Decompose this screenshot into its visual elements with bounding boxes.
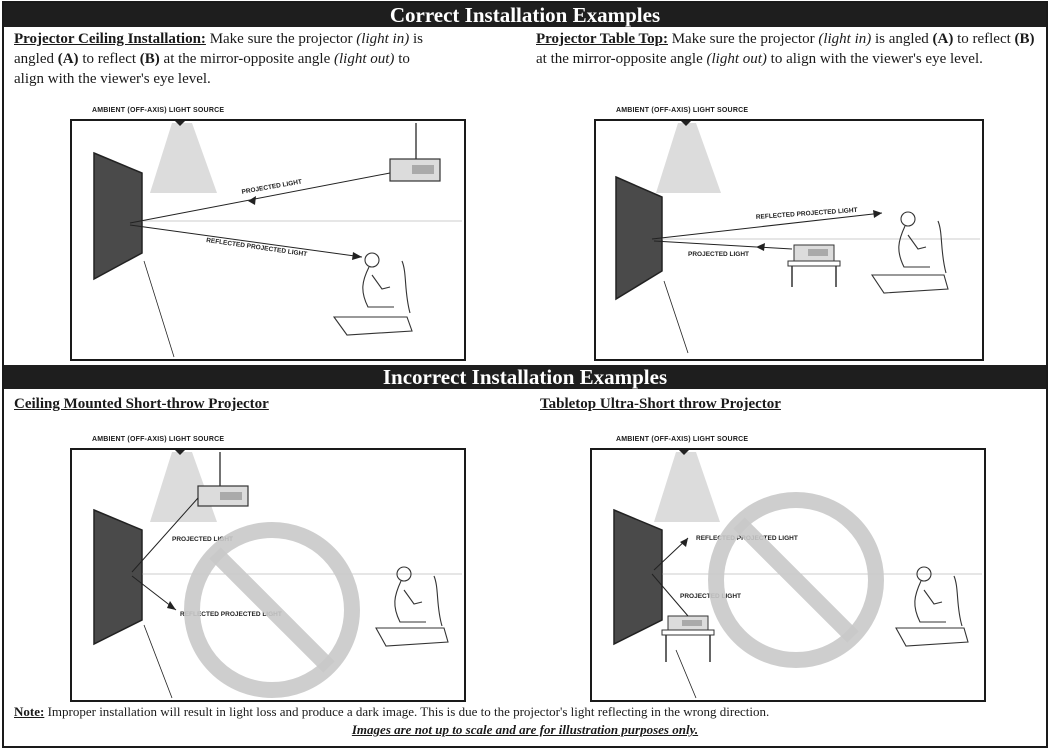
note-text: Improper installation will result in lig… xyxy=(44,704,770,719)
tabletop-light-in: (light in) xyxy=(818,31,872,47)
tabletop-install-title: Projector Table Top: xyxy=(536,31,668,47)
tabletop-text-4: at the mirror-opposite angle xyxy=(536,51,707,67)
projected-light-line xyxy=(129,172,391,224)
projection-screen xyxy=(615,175,663,301)
tabletop-ultra-short-throw-title: Tabletop Ultra-Short throw Projector xyxy=(540,396,781,412)
ambient-light-cone xyxy=(654,452,720,522)
tabletop-light-out: (light out) xyxy=(706,51,767,67)
ambient-light-fixture xyxy=(679,450,689,455)
prohibition-icon xyxy=(184,522,360,698)
ceiling-b-label: (B) xyxy=(139,51,160,67)
ceiling-install-title: Projector Ceiling Installation: xyxy=(14,31,206,47)
stray-light-line xyxy=(675,649,697,699)
projected-light-line xyxy=(131,497,199,573)
reflected-light-line xyxy=(129,224,363,258)
reflected-light-line xyxy=(651,212,883,240)
incorrect-banner: Incorrect Installation Examples xyxy=(4,365,1046,389)
stray-light-line xyxy=(663,280,689,354)
projection-screen xyxy=(613,508,663,646)
ceiling-short-throw-title: Ceiling Mounted Short-throw Projector xyxy=(14,396,269,412)
projected-light-label: PROJECTED LIGHT xyxy=(241,178,302,195)
reflected-light-arrow xyxy=(873,210,882,218)
tabletop-ultra-short-throw-heading: Tabletop Ultra-Short throw Projector xyxy=(540,394,781,414)
ceiling-light-in: (light in) xyxy=(356,31,410,47)
prohibition-icon xyxy=(708,492,884,668)
disclaimer: Images are not up to scale and are for i… xyxy=(351,722,699,737)
ceiling-text-4: at the mirror-opposite angle xyxy=(159,51,335,67)
stray-light-line xyxy=(143,260,175,358)
projection-screen xyxy=(93,151,143,281)
seated-viewer xyxy=(895,566,969,647)
ceiling-install-diagram: PROJECTED LIGHT REFLECTED PROJECTED LIGH… xyxy=(70,119,466,361)
reflected-light-arrow xyxy=(680,538,688,547)
tabletop-text-1: Make sure the projector xyxy=(667,31,819,47)
projection-screen xyxy=(93,508,143,646)
ceiling-light-out: (light out) xyxy=(334,51,395,67)
ceiling-text-3: to reflect xyxy=(78,51,140,67)
reflected-light-label: REFLECTED PROJECTED LIGHT xyxy=(180,611,282,618)
reflected-light-arrow xyxy=(167,601,176,610)
ambient-light-label: AMBIENT (OFF-AXIS) LIGHT SOURCE xyxy=(92,107,225,114)
tabletop-install-heading: Projector Table Top: Make sure the proje… xyxy=(536,29,1036,69)
ambient-light-fixture xyxy=(175,450,185,455)
ceiling-short-throw-heading: Ceiling Mounted Short-throw Projector xyxy=(14,394,269,414)
ambient-light-label: AMBIENT (OFF-AXIS) LIGHT SOURCE xyxy=(92,436,225,443)
reflected-light-label: REFLECTED PROJECTED LIGHT xyxy=(756,207,858,221)
seated-viewer xyxy=(375,566,449,647)
tabletop-ultra-short-throw-diagram: REFLECTED PROJECTED LIGHT PROJECTED LIGH… xyxy=(590,448,986,702)
ceiling-short-throw-diagram: PROJECTED LIGHT REFLECTED PROJECTED LIGH… xyxy=(70,448,466,702)
projected-light-line xyxy=(651,573,689,617)
ceiling-text-1: Make sure the projector xyxy=(205,31,357,47)
correct-banner: Correct Installation Examples xyxy=(4,3,1046,27)
projector-on-table xyxy=(787,244,841,287)
ambient-light-cone xyxy=(150,123,217,193)
ceiling-a-label: (A) xyxy=(57,51,79,67)
tabletop-text-5: to align with the viewer's eye level. xyxy=(766,51,983,67)
ambient-light-label: AMBIENT (OFF-AXIS) LIGHT SOURCE xyxy=(616,107,749,114)
projector-vent xyxy=(220,492,242,500)
projected-light-line xyxy=(653,240,793,250)
stray-light-line xyxy=(143,624,173,699)
tabletop-a-label: (A) xyxy=(932,31,954,47)
ambient-light-cone xyxy=(656,123,721,193)
ambient-light-label: AMBIENT (OFF-AXIS) LIGHT SOURCE xyxy=(616,436,749,443)
ceiling-install-heading: Projector Ceiling Installation: Make sur… xyxy=(14,29,434,89)
projector-on-table xyxy=(661,615,715,662)
seated-viewer xyxy=(332,252,413,336)
ceiling-text-2: is angled xyxy=(14,31,423,67)
tabletop-install-diagram: REFLECTED PROJECTED LIGHT PROJECTED LIGH… xyxy=(594,119,984,361)
projected-light-label: PROJECTED LIGHT xyxy=(172,536,233,543)
ceiling-text-5: to align with the viewer's eye level. xyxy=(14,51,410,87)
tabletop-text-2: is angled xyxy=(871,31,933,47)
tabletop-b-label: (B) xyxy=(1014,31,1035,47)
ambient-light-fixture xyxy=(175,121,185,126)
tabletop-text-3: to reflect xyxy=(953,31,1015,47)
projected-light-label: PROJECTED LIGHT xyxy=(688,251,749,258)
seated-viewer xyxy=(870,211,949,294)
projector-vent xyxy=(412,165,434,174)
projected-light-arrow xyxy=(756,243,765,251)
projected-light-arrow xyxy=(248,196,256,205)
footer-note: Note: Improper installation will result … xyxy=(14,704,769,720)
ambient-light-fixture xyxy=(681,121,691,126)
reflected-light-arrow xyxy=(352,252,362,260)
note-label: Note: xyxy=(14,704,45,719)
